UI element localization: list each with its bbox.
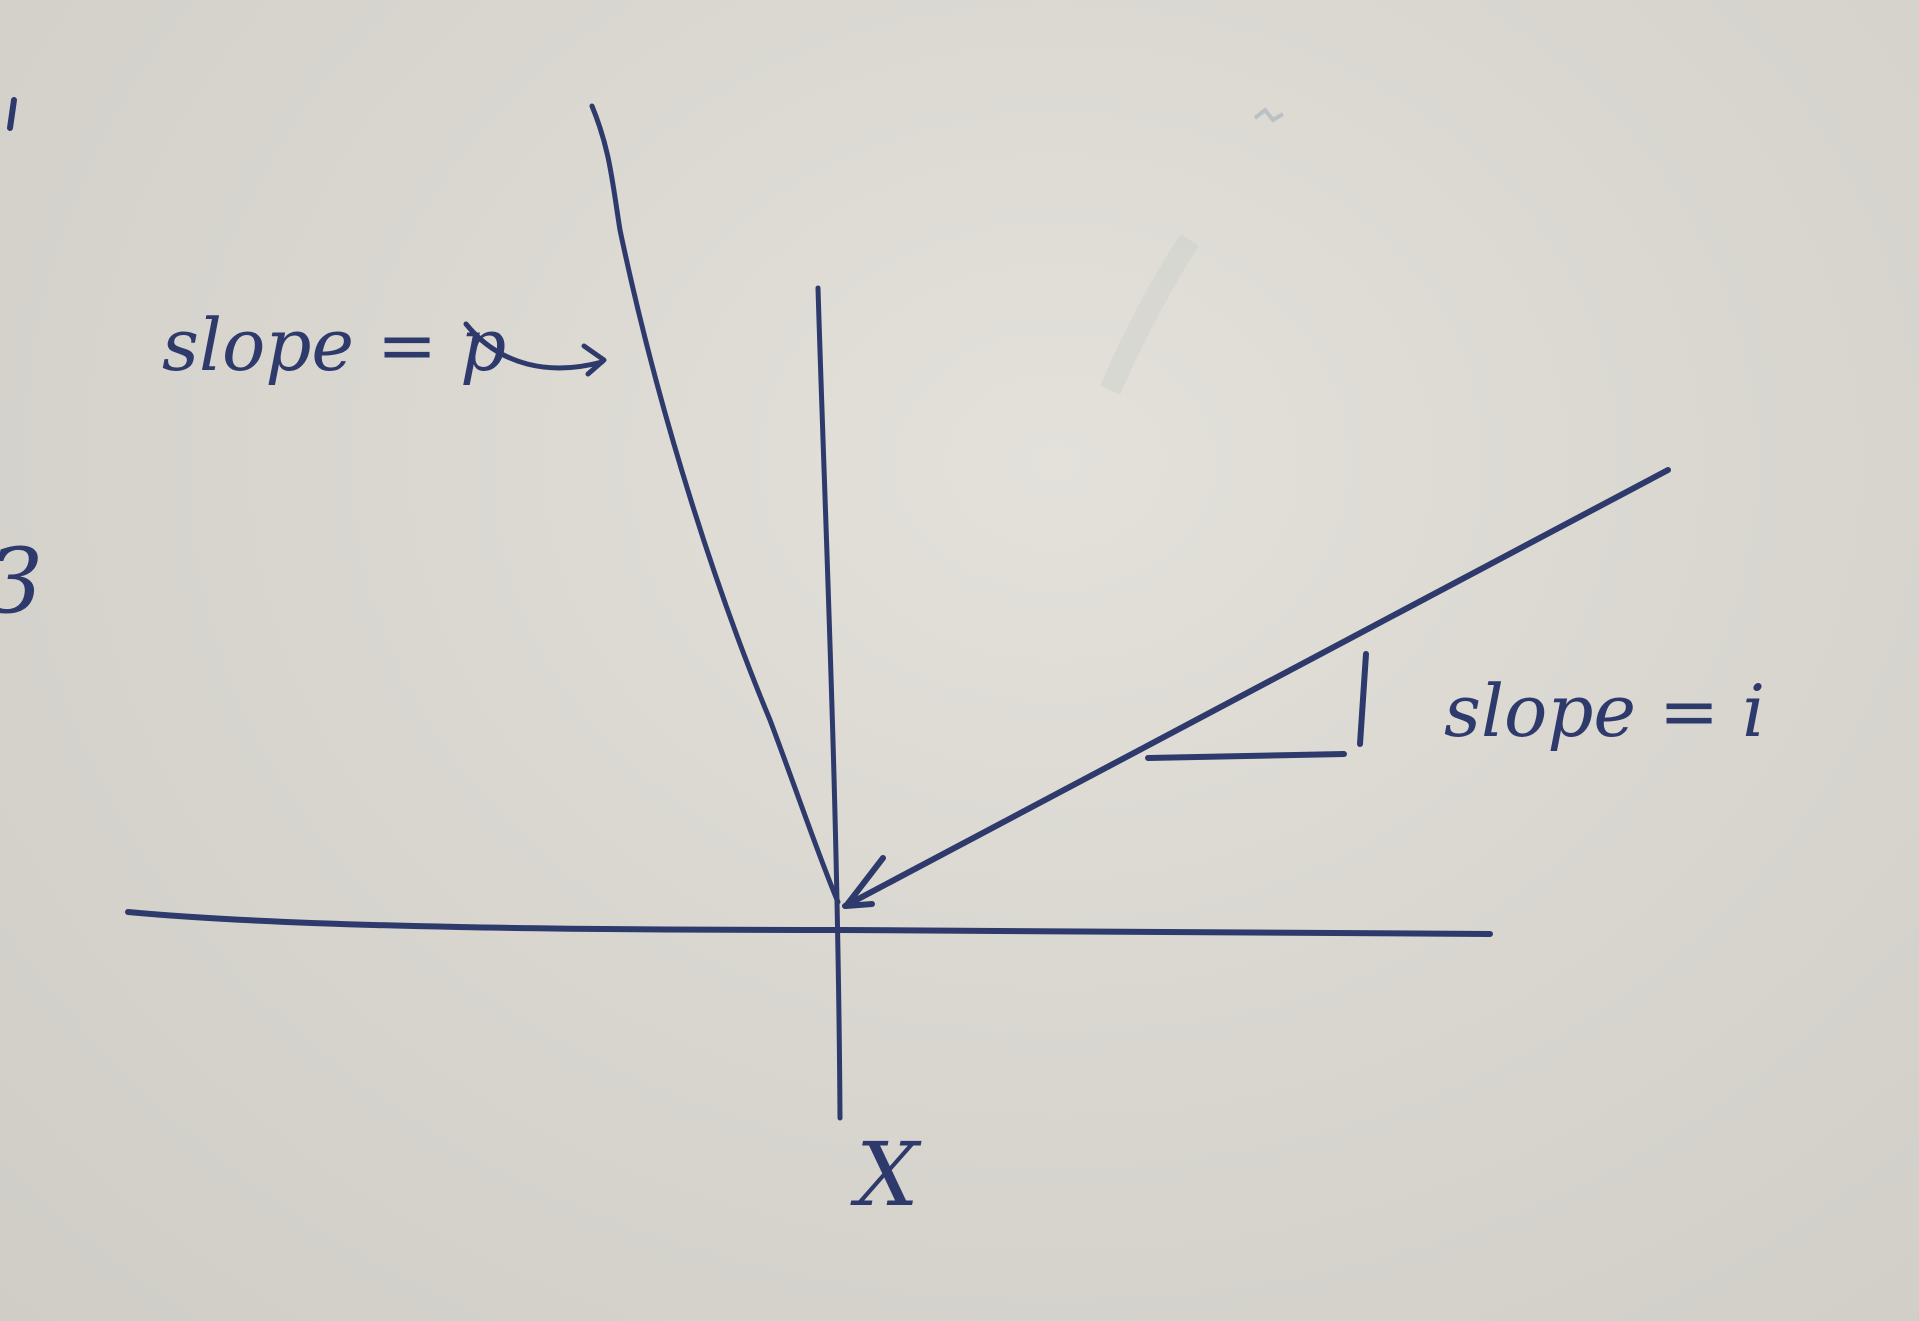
shallow-line [842, 467, 1671, 909]
label-pointer-arrow [463, 321, 605, 371]
margin-mark-middle: 3 [0, 529, 43, 634]
smudge-mark [1099, 233, 1200, 395]
horizontal-axis [125, 909, 1493, 937]
slope-triangle-run [1145, 751, 1347, 761]
vertical-axis [815, 285, 843, 1121]
slope-triangle-rise [1357, 651, 1369, 747]
steep-line [589, 103, 841, 905]
left-slope-label: slope = p [162, 303, 506, 387]
point-label: X [850, 1123, 922, 1226]
label-pointer-arrowhead [581, 343, 607, 377]
kink-arrowhead [843, 855, 886, 909]
margin-mark-top [7, 97, 17, 131]
smudge-mark [1253, 107, 1285, 123]
right-slope-label: slope = i [1444, 669, 1765, 753]
